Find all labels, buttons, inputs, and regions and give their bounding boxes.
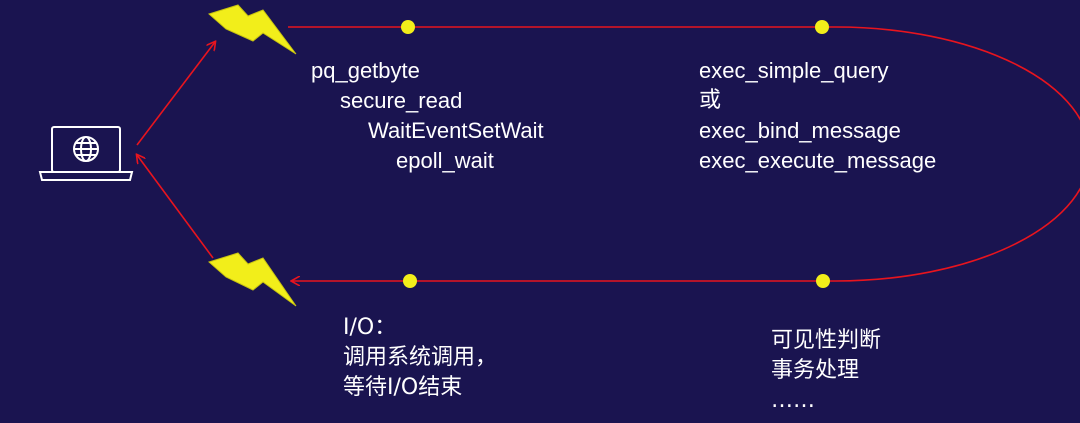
laptop-globe-icon [38,126,134,181]
node-dot-exec [815,20,829,34]
request-response-loop [288,26,1080,281]
node-dot-read [401,20,415,34]
processing-note-line-2: 事务处理 [771,358,860,383]
node-dot-processing [816,274,830,288]
exec-stack-line-1: exec_simple_query [699,58,889,83]
exec-stack-line-4: exec_execute_message [699,148,937,173]
read-stack-line-4: epoll_wait [396,148,494,173]
processing-note-line-3: …… [771,388,815,413]
exec-stack-line-2: 或 [699,88,722,113]
processing-note-line-1: 可见性判断 [771,328,882,353]
read-stack-line-3: WaitEventSetWait [368,118,544,143]
exec-stack-line-3: exec_bind_message [699,118,901,143]
io-note-line-1: I/O： [343,315,397,340]
node-dot-io [403,274,417,288]
read-stack-line-2: secure_read [340,88,463,113]
return-result-arrow [137,155,214,259]
io-note-line-3: 等待I/O结束 [343,375,463,400]
read-stack-line-1: pq_getbyte [311,58,420,83]
io-note-line-2: 调用系统调用， [343,345,498,370]
bottom-lightning-icon [208,252,297,307]
top-lightning-icon [208,4,297,55]
send-request-arrow [136,42,215,146]
